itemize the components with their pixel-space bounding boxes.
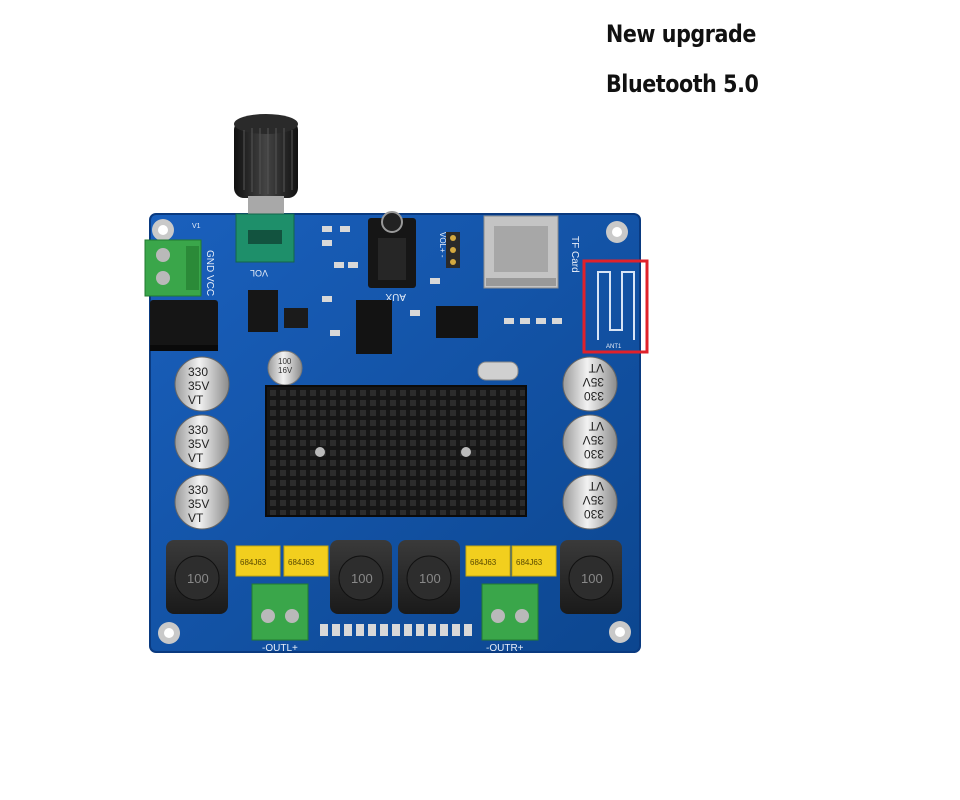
crystal [477, 361, 519, 381]
cap-text-value: 330 [584, 389, 604, 403]
heatsink [265, 385, 527, 517]
antenna-label: ANT1 [606, 344, 622, 350]
headline-new-upgrade: New upgrade [606, 20, 756, 48]
inductor-2: 100 [330, 540, 392, 614]
aux-label: AUX [385, 291, 406, 302]
cap-text-voltage: 35V [188, 379, 209, 393]
vol-pin-label: VOL+ - [438, 232, 447, 258]
capacitor-left-3: 330 35V VT [174, 474, 230, 530]
inductor-1: 100 [166, 540, 228, 614]
out-left-label: -OUTL+ [262, 643, 298, 654]
inductor-value: 100 [581, 571, 603, 586]
cap-text-series: VT [188, 451, 204, 465]
cap-text-voltage: 35V [188, 437, 209, 451]
cap-text-value: 330 [188, 483, 208, 497]
film-cap-text: 684J63 [240, 558, 267, 567]
transistor-chip [284, 308, 308, 328]
vol-pin-header [446, 232, 460, 268]
mounting-holes [152, 219, 631, 644]
output-terminal-right [481, 583, 539, 641]
cap-text-voltage: 35V [188, 497, 209, 511]
headline-bluetooth-version: Bluetooth 5.0 [606, 70, 759, 98]
bluetooth-antenna-trace [597, 271, 635, 340]
inductor-value: 100 [187, 571, 209, 586]
bottom-smd-row [320, 624, 472, 636]
regulator-chip [248, 290, 278, 332]
inductor-3: 100 [398, 540, 460, 614]
aux-jack [368, 211, 416, 288]
film-capacitor-3: 684J63 [465, 545, 511, 577]
cap-text-value: 330 [584, 447, 604, 461]
power-terminal-block [144, 239, 202, 297]
cap-text-voltage: 35V [583, 493, 604, 507]
cap-text-value: 330 [584, 507, 604, 521]
film-cap-text: 684J63 [470, 558, 497, 567]
volume-knob [234, 114, 298, 263]
film-capacitor-1: 684J63 [235, 545, 281, 577]
output-terminal-left [251, 583, 309, 641]
cap-text-series: VT [188, 393, 204, 407]
tf-card-label: TF Card [569, 236, 580, 273]
capacitor-left-2: 330 35V VT [174, 414, 230, 470]
capacitor-left-1: 330 35V VT [174, 356, 230, 412]
small-cap-value: 100 [278, 357, 292, 366]
cap-text-series: VT [588, 361, 604, 375]
film-capacitor-2: 684J63 [283, 545, 329, 577]
cap-text-voltage: 35V [583, 433, 604, 447]
antenna-highlight-box [582, 259, 649, 354]
cap-text-series: VT [188, 511, 204, 525]
power-label: GND VCC [204, 250, 215, 296]
cap-text-value: 330 [188, 365, 208, 379]
power-ref-label: V1 [192, 223, 201, 230]
inductor-4: 100 [560, 540, 622, 614]
smd-components [322, 226, 562, 336]
tf-card-slot [483, 215, 559, 289]
capacitor-right-1: 330 35V VT [562, 356, 618, 412]
inductor-value: 100 [419, 571, 441, 586]
small-cap-voltage: 16V [278, 366, 293, 375]
inductor-value: 100 [351, 571, 373, 586]
vol-label: VOL [250, 268, 268, 278]
ic-chip-left [356, 300, 392, 354]
dc-jack [150, 300, 218, 350]
film-cap-text: 684J63 [288, 558, 315, 567]
film-capacitor-4: 684J63 [511, 545, 557, 577]
out-right-label: -OUTR+ [486, 643, 524, 654]
capacitor-right-3: 330 35V VT [562, 474, 618, 530]
cap-text-series: VT [588, 419, 604, 433]
cap-text-value: 330 [188, 423, 208, 437]
capacitor-right-2: 330 35V VT [562, 414, 618, 470]
ic-chip-right [436, 306, 478, 338]
film-cap-text: 684J63 [516, 558, 543, 567]
cap-text-series: VT [588, 479, 604, 493]
cap-text-voltage: 35V [583, 375, 604, 389]
